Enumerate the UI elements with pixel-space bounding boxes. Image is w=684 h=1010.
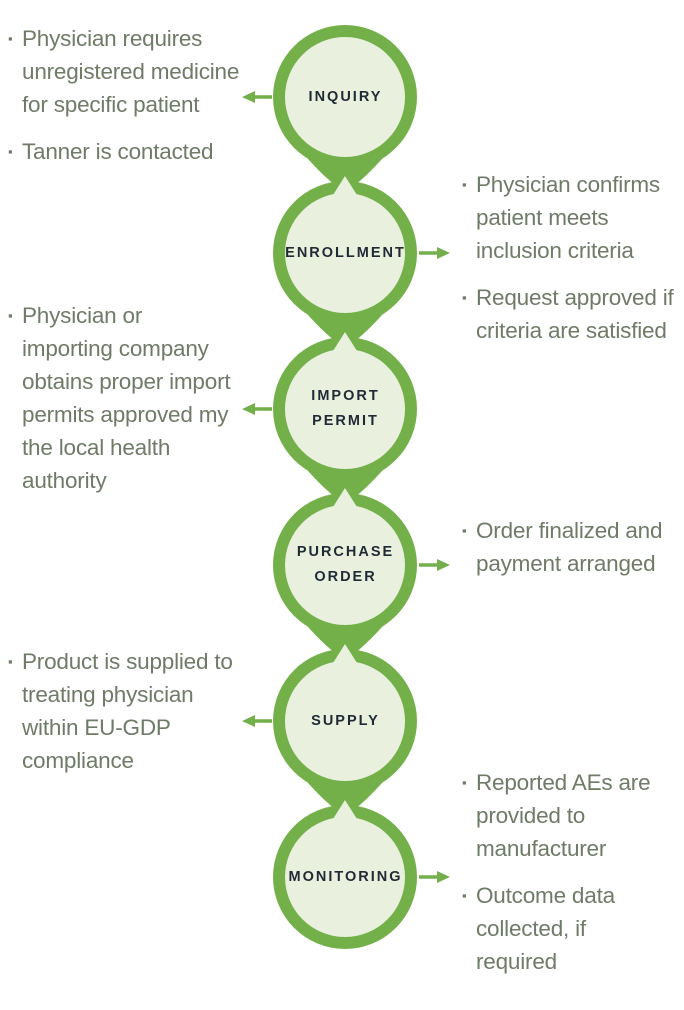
step-circle-enrollment (273, 181, 417, 325)
step-label-inquiry: INQUIRY (308, 88, 383, 105)
note-text: Tanner is contacted (22, 139, 214, 164)
step-circle-supply (273, 649, 417, 793)
step-circle-monitoring (273, 805, 417, 949)
notes-supply: ▪ Product is supplied to treating physic… (8, 645, 254, 777)
bullet-icon: ▪ (8, 144, 13, 159)
arrow-inquiry-left (242, 91, 272, 103)
bullet-icon: ▪ (462, 290, 467, 305)
note-item: ▪ Tanner is contacted (8, 135, 246, 168)
note-text: Request approved if criteria are satisfi… (476, 285, 674, 343)
step-label-enrollment: ENROLLMENT (285, 244, 406, 261)
note-text: Product is supplied to treating physicia… (22, 649, 233, 773)
note-text: Physician or importing company obtains p… (22, 303, 231, 493)
note-item: ▪ Physician requires unregistered medici… (8, 22, 246, 121)
note-item: ▪ Product is supplied to treating physic… (8, 645, 254, 777)
note-item: ▪ Physician or importing company obtains… (8, 299, 256, 497)
note-text: Outcome data collected, if required (476, 883, 615, 974)
arrow-import-permit-left (242, 403, 272, 415)
arrow-enrollment-right (419, 247, 450, 259)
step-circle-import-permit (273, 337, 417, 481)
note-item: ▪ Reported AEs are provided to manufactu… (462, 766, 682, 865)
bullet-icon: ▪ (462, 775, 467, 790)
bullet-icon: ▪ (8, 654, 13, 669)
step-label-import-permit: IMPORT PERMIT (311, 388, 380, 429)
bullet-icon: ▪ (8, 31, 13, 46)
notes-inquiry: ▪ Physician requires unregistered medici… (8, 22, 246, 168)
arrow-supply-left (242, 715, 272, 727)
arrow-purchase-order-right (419, 559, 450, 571)
step-label-purchase-order: PURCHASE ORDER (296, 544, 395, 585)
step-label-monitoring: MONITORING (288, 868, 403, 885)
bullet-icon: ▪ (8, 308, 13, 323)
note-text: Physician confirms patient meets inclusi… (476, 172, 660, 263)
step-circle-purchase-order (273, 493, 417, 637)
notes-monitoring: ▪ Reported AEs are provided to manufactu… (462, 766, 682, 978)
notes-enrollment: ▪ Physician confirms patient meets inclu… (462, 168, 682, 347)
note-text: Physician requires unregistered medicine… (22, 26, 240, 117)
bullet-icon: ▪ (462, 888, 467, 903)
note-item: ▪ Outcome data collected, if required (462, 879, 682, 978)
notes-import-permit: ▪ Physician or importing company obtains… (8, 299, 256, 497)
notes-purchase-order: ▪ Order finalized and payment arranged (462, 514, 682, 580)
note-item: ▪ Request approved if criteria are satis… (462, 281, 682, 347)
note-text: Order finalized and payment arranged (476, 518, 663, 576)
bullet-icon: ▪ (462, 523, 467, 538)
step-label-supply: SUPPLY (311, 712, 380, 729)
note-text: Reported AEs are provided to manufacture… (476, 770, 651, 861)
note-item: ▪ Physician confirms patient meets inclu… (462, 168, 682, 267)
bullet-icon: ▪ (462, 177, 467, 192)
note-item: ▪ Order finalized and payment arranged (462, 514, 682, 580)
arrow-monitoring-right (419, 871, 450, 883)
step-circle-inquiry (273, 25, 417, 169)
